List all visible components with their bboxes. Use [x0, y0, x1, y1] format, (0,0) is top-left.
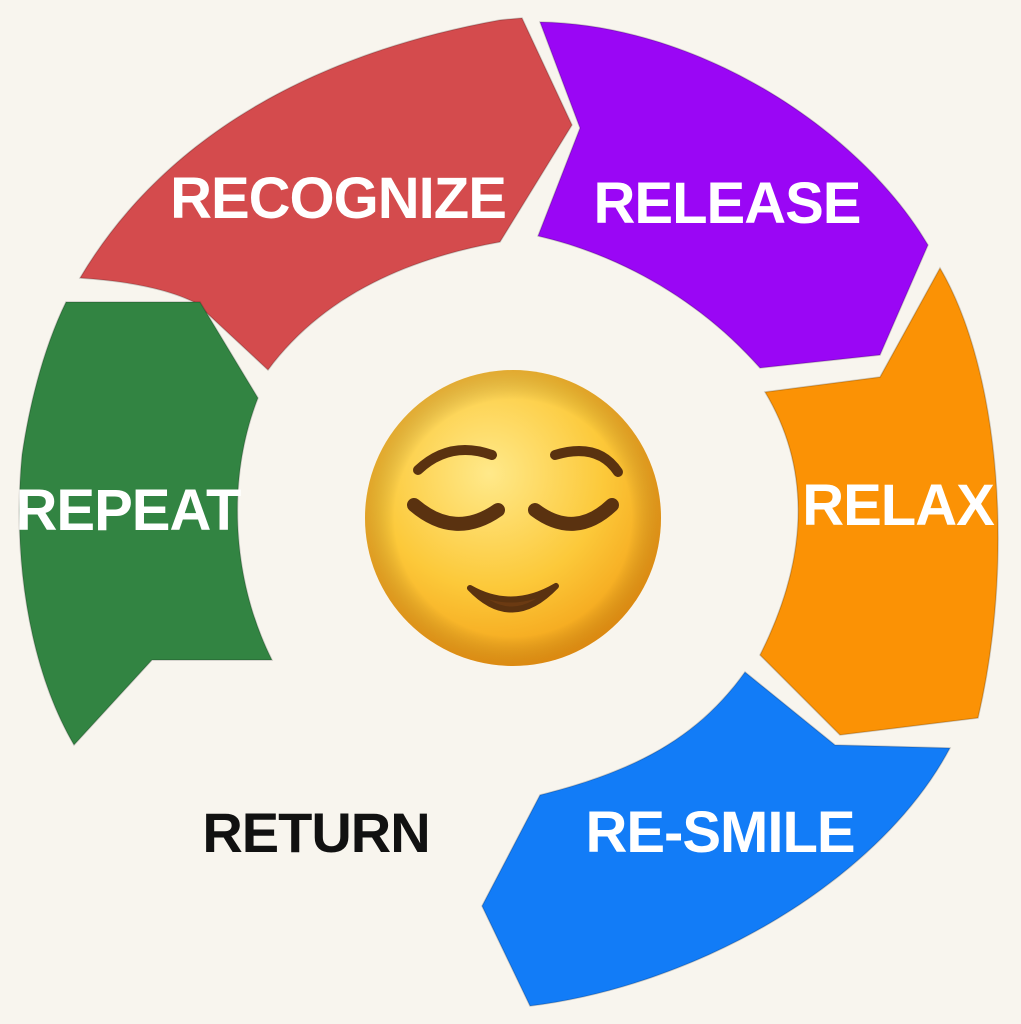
relieved-face-icon — [365, 370, 661, 666]
label-relax: RELAX — [802, 473, 995, 538]
segment-release — [536, 21, 929, 369]
label-release: RELEASE — [594, 171, 861, 236]
segment-repeat — [18, 301, 274, 747]
label-resmile: RE-SMILE — [585, 800, 854, 865]
label-return: RETURN — [202, 801, 429, 864]
label-recognize: RECOGNIZE — [170, 166, 506, 231]
segment-resmile — [481, 670, 952, 1007]
label-repeat: REPEAT — [16, 478, 242, 543]
segment-relax — [759, 266, 999, 736]
segment-recognize — [78, 17, 573, 372]
